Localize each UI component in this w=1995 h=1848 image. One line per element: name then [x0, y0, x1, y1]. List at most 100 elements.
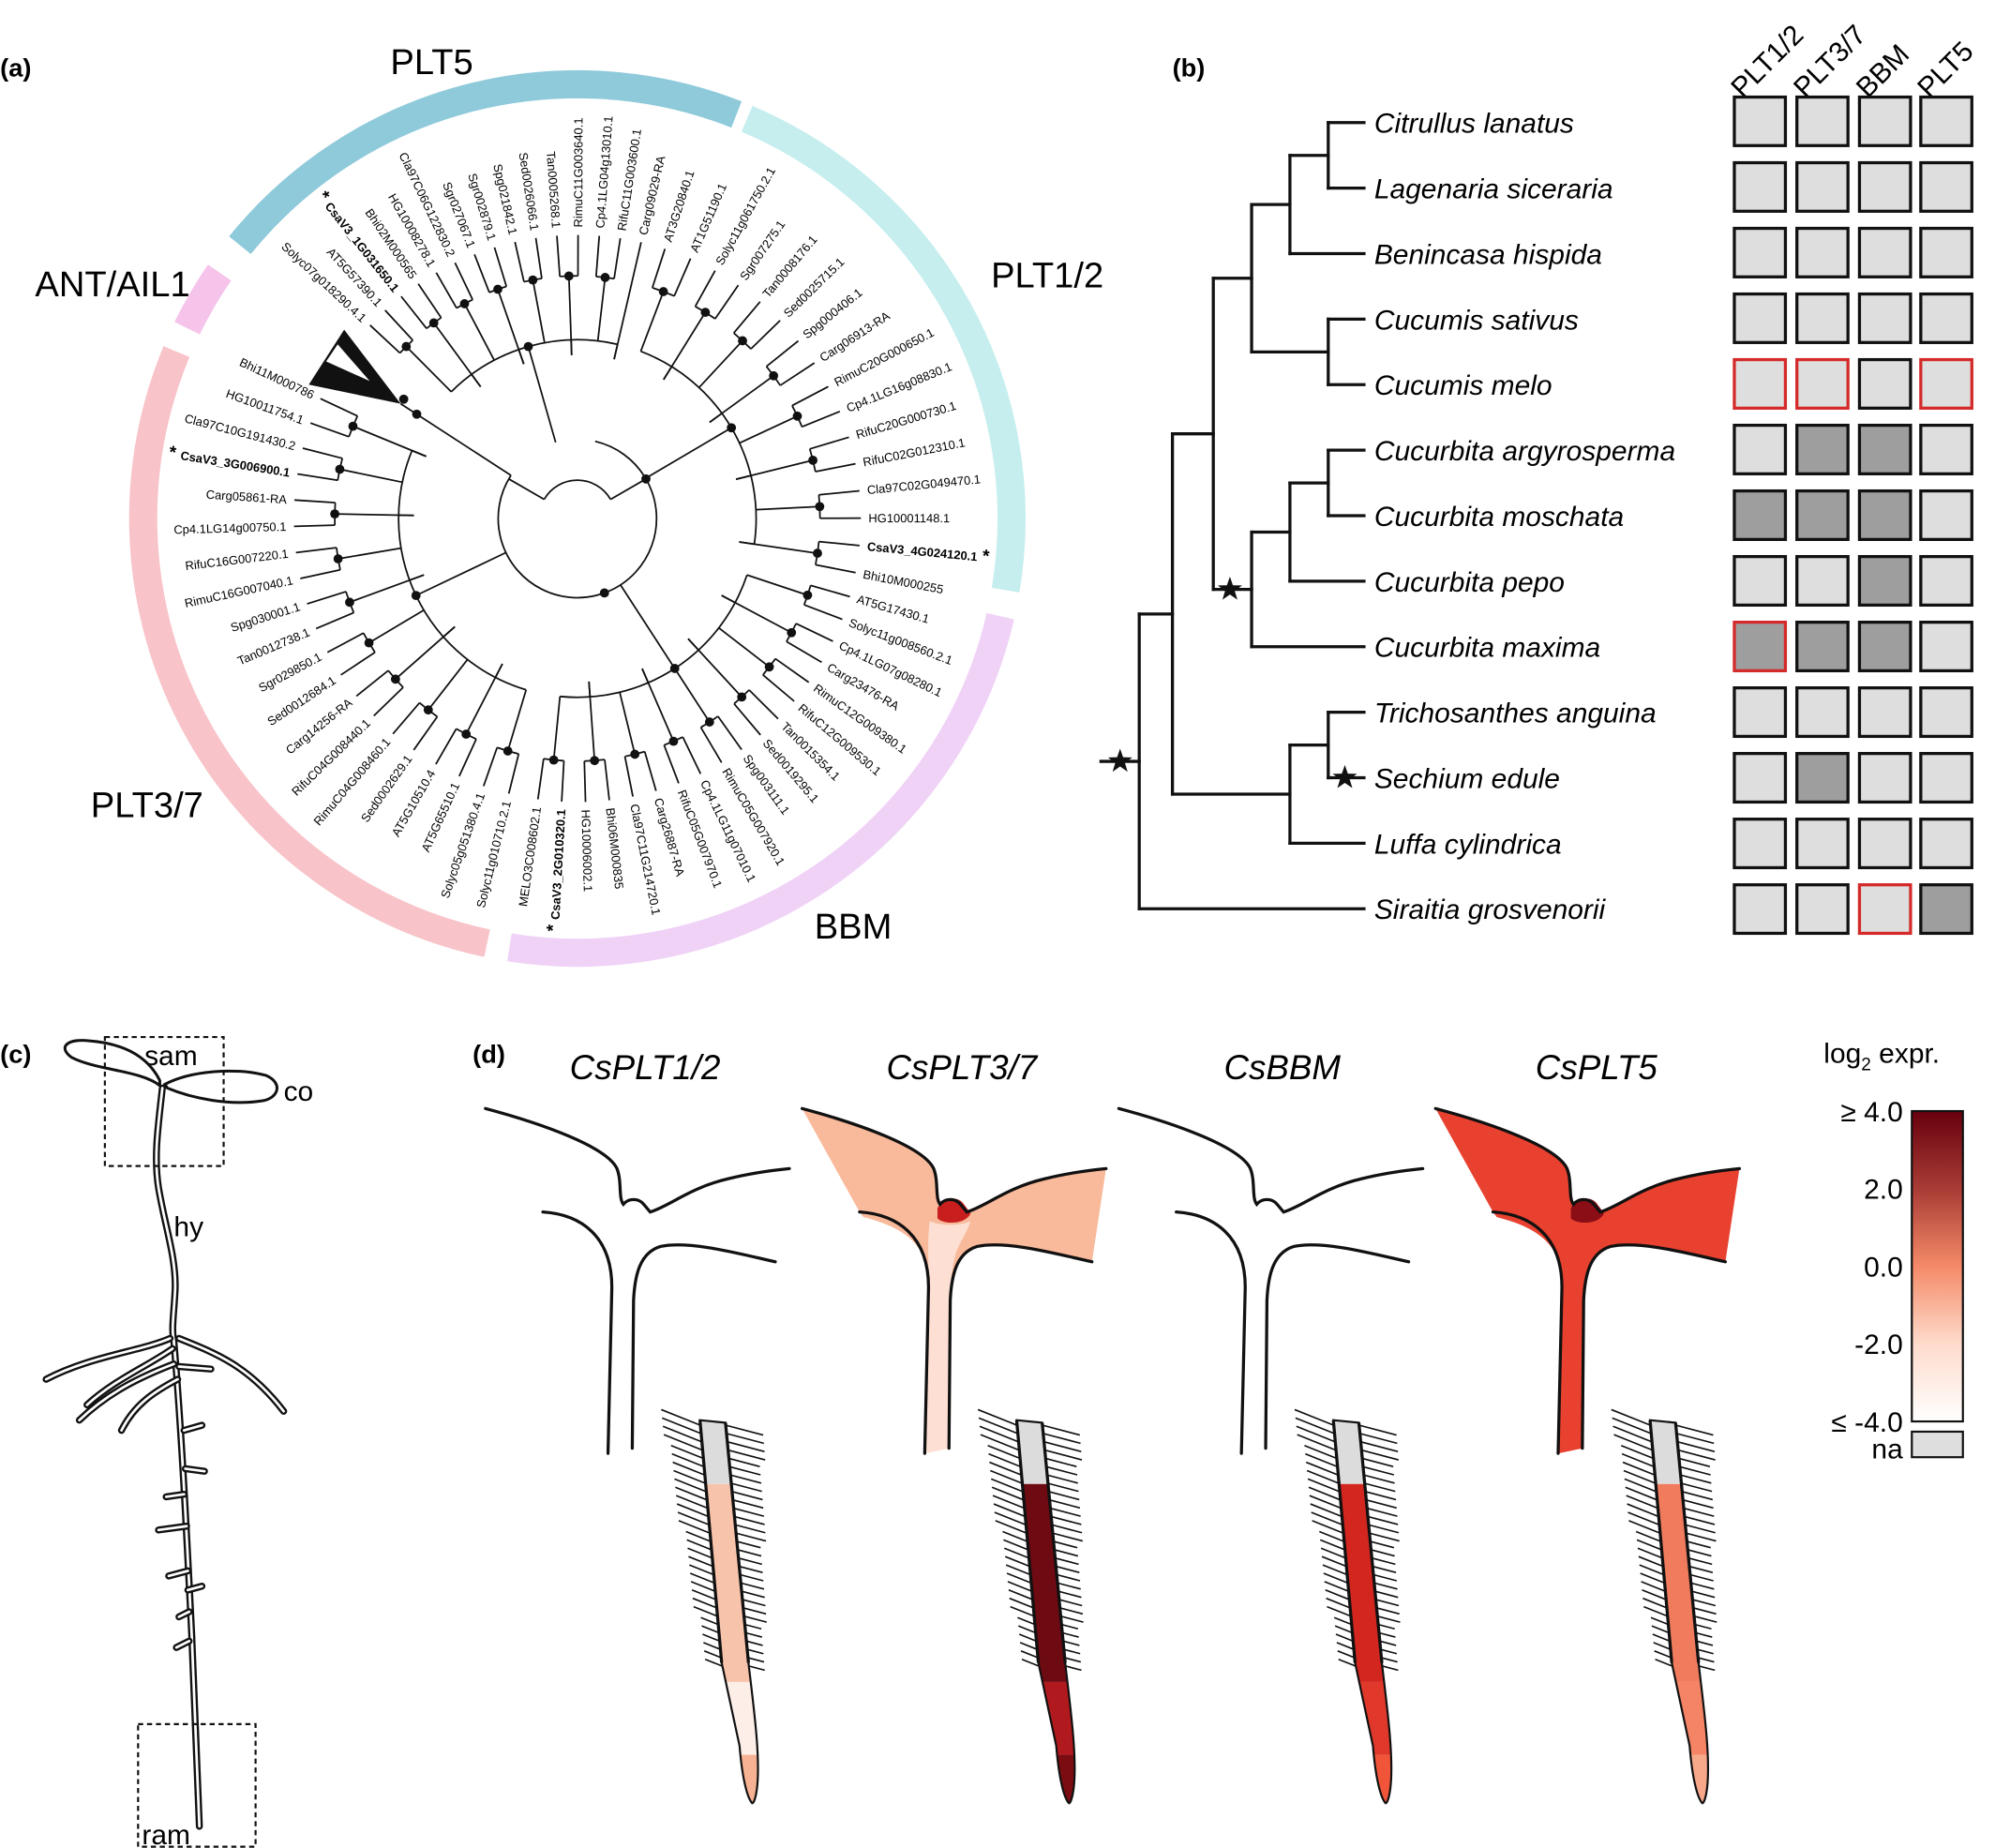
root-hair: [1362, 1465, 1395, 1476]
colorbar-title: log2 expr.: [1823, 1038, 1940, 1074]
root-hair: [1637, 1547, 1663, 1559]
root-hair: [738, 1557, 762, 1566]
root-hair: [1306, 1469, 1340, 1484]
root-hair: [1376, 1607, 1400, 1615]
species-label: Luffa cylindrica: [1374, 829, 1562, 860]
branch: [338, 547, 401, 560]
branch: [494, 663, 503, 678]
root-hair: [1324, 1581, 1349, 1592]
leaf-label: * CsaV3_3G006900.1: [168, 443, 292, 481]
root-hair: [1653, 1642, 1672, 1650]
leaf-branch: [762, 674, 795, 702]
leaf-branch: [355, 669, 389, 698]
leaf-label: HG10006002.1: [578, 809, 595, 892]
root-hair: [1374, 1590, 1399, 1599]
root-hair: [1686, 1532, 1717, 1542]
leaf-branch: [373, 686, 404, 717]
root-hair: [673, 1469, 706, 1484]
root-hair: [989, 1461, 1022, 1477]
shoot-outline: [1581, 1243, 1728, 1450]
root-hair: [979, 1425, 1019, 1443]
root-edge: [724, 1422, 751, 1663]
leaf-name: Sed0026066.1: [517, 151, 542, 231]
root-hair: [987, 1445, 1021, 1460]
root-hair: [1059, 1607, 1084, 1615]
root-hair: [1676, 1433, 1715, 1445]
leaf-branch: [717, 715, 742, 750]
support-dot: [658, 287, 668, 296]
leaf-name: HG10001148.1: [868, 511, 950, 525]
leaf-branch: [766, 339, 800, 368]
leaf-branch: [294, 499, 336, 504]
root-hair: [737, 1549, 762, 1557]
root-hair: [1620, 1445, 1655, 1460]
root-hair: [1675, 1424, 1714, 1436]
species-label: Citrullus lanatus: [1374, 109, 1574, 140]
branch: [518, 349, 525, 365]
root-hair: [691, 1589, 717, 1600]
root-hair: [1055, 1557, 1079, 1566]
root-hair: [1687, 1540, 1711, 1549]
leaf-label: RifuC16G007220.1: [185, 547, 290, 573]
root-hair: [1052, 1524, 1083, 1534]
root-hair: [1625, 1486, 1658, 1501]
root-hair: [745, 1640, 763, 1646]
branch: [739, 414, 798, 444]
root-hair: [1008, 1589, 1033, 1600]
shoot-outline: [1117, 1106, 1425, 1214]
root-hair: [1019, 1642, 1038, 1650]
leaf-branch: [534, 237, 543, 279]
leaf-branch: [818, 489, 860, 496]
root-hair: [1636, 1539, 1662, 1551]
collapsed-clade-inner: [325, 344, 370, 382]
heatmap-cell: [1857, 357, 1912, 410]
star-icon: [1217, 577, 1242, 600]
support-dot: [398, 394, 409, 404]
root-hair: [736, 1532, 767, 1542]
leaf-name: HG10006002.1: [578, 809, 595, 892]
root-hair: [990, 1469, 1023, 1484]
heatmap-cell: [1795, 357, 1850, 410]
species-label: Cucumis sativus: [1374, 305, 1579, 336]
root-hair: [690, 1581, 716, 1592]
branch: [721, 594, 736, 604]
leaf-branch: [631, 242, 642, 283]
root-hair: [672, 1461, 706, 1477]
root-hair: [1004, 1555, 1030, 1568]
root-hair: [1005, 1564, 1031, 1576]
lateral-root-inner: [78, 1362, 175, 1422]
leaf-branch: [400, 295, 428, 329]
support-dot: [600, 273, 610, 282]
root-hair: [731, 1482, 762, 1493]
leaf-branch: [803, 604, 843, 621]
shoot-outline: [800, 1106, 1108, 1214]
leaf-name: Bhi06M000835: [603, 807, 626, 890]
shoot-outline: [541, 1210, 614, 1455]
root-hair: [704, 1658, 723, 1667]
asterisk-marker: *: [544, 919, 564, 932]
support-dot: [345, 597, 354, 608]
heatmap-cell: [1795, 95, 1850, 147]
leaf-branch: [714, 284, 740, 320]
leaf-branch: [795, 623, 833, 642]
leaf-name: RimuC11G003640.1: [571, 117, 585, 227]
leaf-name: CsaV3_3G006900.1: [179, 448, 291, 479]
root-hair: [746, 1648, 764, 1655]
leaf-branch: [435, 272, 458, 309]
root-hair: [663, 1434, 703, 1451]
clade-ring-plt3-7: [128, 346, 490, 957]
leaf-name: RifuC02G012310.1: [862, 435, 967, 469]
branch: [687, 638, 699, 651]
leaf-branch: [384, 309, 413, 341]
root-hair: [1612, 1417, 1652, 1435]
root-hair: [1651, 1625, 1670, 1634]
species-label: Lagenaria siceraria: [1374, 174, 1613, 205]
root-hair: [1368, 1524, 1400, 1534]
heatmap-cell: [1857, 686, 1912, 739]
root-hair: [662, 1425, 702, 1443]
root-hair: [978, 1417, 1019, 1435]
leaf-name: Cp4.1LG14g00750.1: [173, 519, 287, 536]
root-hair: [678, 1520, 711, 1534]
